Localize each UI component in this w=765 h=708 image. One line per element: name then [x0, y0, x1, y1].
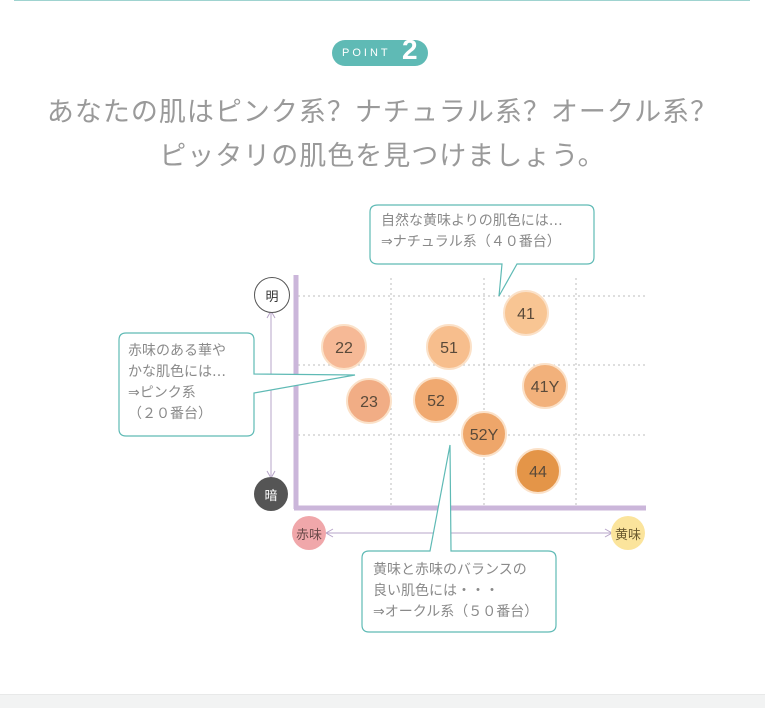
shade-label: 44	[529, 464, 547, 481]
shade-41y: 41Y	[522, 363, 568, 409]
shade-52y: 52Y	[461, 411, 507, 457]
callout-natural-text: 自然な黄味よりの肌色には… ⇒ナチュラル系（４０番台）	[381, 211, 563, 253]
shade-label: 23	[360, 394, 378, 411]
bottom-band	[0, 694, 765, 708]
axis-label-red: 赤味	[292, 516, 326, 550]
shade-circle	[413, 377, 459, 423]
shade-label: 52Y	[470, 427, 499, 444]
shade-44: 44	[515, 448, 561, 494]
callout-ochre-box	[361, 444, 557, 633]
shade-23: 23	[346, 378, 392, 424]
headline-line-1: あなたの肌はピンク系？ナチュラル系？オークル系？	[46, 97, 719, 128]
axis-label-dark: 暗	[254, 477, 288, 511]
callout-natural-line-2: ⇒ナチュラル系（４０番台）	[381, 234, 561, 250]
shade-circle	[461, 411, 507, 457]
shade-circle	[346, 378, 392, 424]
callout-natural-line-1: 自然な黄味よりの肌色には…	[381, 213, 563, 229]
callout-pink-line-4: （２０番台）	[128, 406, 212, 422]
shade-circle	[321, 324, 367, 370]
shade-41: 41	[503, 290, 549, 336]
shade-circle	[515, 448, 561, 494]
shade-label: 41Y	[531, 379, 560, 396]
callout-ochre-line-2: 良い肌色には・・・	[373, 583, 499, 599]
callout-pink-line-3: ⇒ピンク系	[128, 385, 196, 401]
shade-label: 22	[335, 340, 353, 357]
callout-ochre-line-3: ⇒オークル系（５０番台）	[373, 604, 539, 620]
axis-label-bright: 明	[254, 277, 290, 313]
shade-circle	[426, 324, 472, 370]
shade-label: 52	[427, 393, 445, 410]
point-badge-word: POINT	[342, 47, 391, 59]
shade-label: 51	[440, 340, 458, 357]
callout-natural-box	[369, 204, 595, 297]
shade-circle	[503, 290, 549, 336]
callout-pink-text: 赤味のある華や かな肌色には… ⇒ピンク系 （２０番台）	[128, 341, 226, 425]
callout-pink-line-1: 赤味のある華や	[128, 343, 226, 359]
hue-arrow-left-head	[324, 528, 334, 538]
point-badge: POINT 2	[332, 34, 428, 66]
callout-ochre-line-1: 黄味と赤味のバランスの	[373, 562, 527, 578]
shade-22: 22	[321, 324, 367, 370]
callout-pink-line-2: かな肌色には…	[128, 364, 226, 380]
shade-circle	[522, 363, 568, 409]
shade-52: 52	[413, 377, 459, 423]
callout-pink-box	[118, 332, 356, 437]
axis-label-yellow: 黄味	[611, 516, 645, 550]
top-divider	[14, 0, 750, 1]
shade-51: 51	[426, 324, 472, 370]
shade-label: 41	[517, 306, 535, 323]
callout-ochre-text: 黄味と赤味のバランスの 良い肌色には・・・ ⇒オークル系（５０番台）	[373, 560, 538, 623]
headline-line-2: ピッタリの肌色を見つけましょう。	[159, 141, 606, 172]
shade-circles: 41 22 51 41Y 23 52 52Y 44	[321, 290, 568, 494]
point-badge-number: 2	[402, 34, 418, 65]
